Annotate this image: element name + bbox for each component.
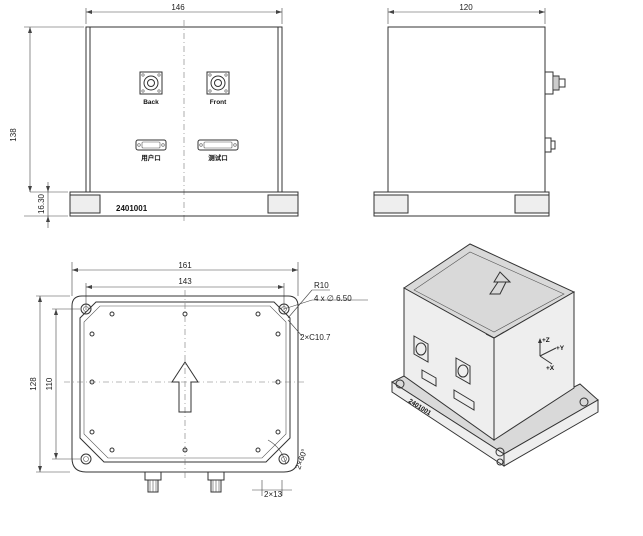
- chamfer-label: 2×C10.7: [300, 333, 331, 342]
- bottom-connector-right: [207, 471, 225, 493]
- test-port-connector: [197, 139, 239, 151]
- iso-front-connector: [455, 357, 471, 385]
- back-connector: [139, 71, 163, 95]
- iso-axis-z: +Z: [542, 337, 550, 344]
- iso-back-connector: [413, 335, 429, 363]
- bottom-inner-width: 143: [178, 277, 192, 286]
- iso-axis-x: +X: [546, 365, 555, 372]
- user-port-label: 用户口: [140, 153, 161, 162]
- front-height-dim: 138: [9, 128, 18, 142]
- front-view: 146 2401001 138 16.30: [9, 3, 299, 228]
- front-label: Front: [210, 99, 227, 106]
- iso-right-face: [493, 291, 575, 441]
- iso-view: 2401001 +Z +Y +X: [390, 243, 599, 467]
- back-label: Back: [143, 99, 159, 106]
- angle-label: 2×60°: [293, 448, 309, 471]
- front-width-dim: 146: [171, 3, 185, 12]
- direction-arrow: [171, 361, 199, 413]
- side-connector-top: [544, 71, 566, 95]
- side-connector-bottom: [544, 137, 556, 153]
- iso-axis-y: +Y: [556, 345, 565, 352]
- bottom-outer-height: 128: [29, 377, 38, 391]
- front-base-dim: 16.30: [37, 193, 46, 214]
- side-width-dim: 120: [459, 3, 473, 12]
- front-connector: [206, 71, 230, 95]
- spacing-label: 2×13: [264, 490, 283, 499]
- iso-test-port: [453, 389, 475, 411]
- bottom-view: 161 143: [29, 261, 368, 499]
- side-view: 120: [373, 3, 566, 217]
- bottom-outer-width: 161: [178, 261, 192, 270]
- bottom-connector-left: [144, 471, 162, 493]
- bottom-plate: [71, 295, 299, 473]
- iso-axes: +Z +Y +X: [538, 337, 565, 372]
- bottom-inner-height: 110: [45, 377, 54, 390]
- iso-user-port: [421, 369, 437, 387]
- radius-label: R10: [314, 281, 329, 290]
- screws: [89, 311, 281, 453]
- user-port-connector: [135, 139, 167, 151]
- iso-arrow: [489, 271, 512, 295]
- front-serial: 2401001: [116, 204, 148, 213]
- side-body: [387, 26, 546, 193]
- corner-holes: [80, 303, 290, 465]
- test-port-label: 测试口: [208, 153, 228, 162]
- holes-label: 4 x ∅ 6.50: [314, 294, 352, 303]
